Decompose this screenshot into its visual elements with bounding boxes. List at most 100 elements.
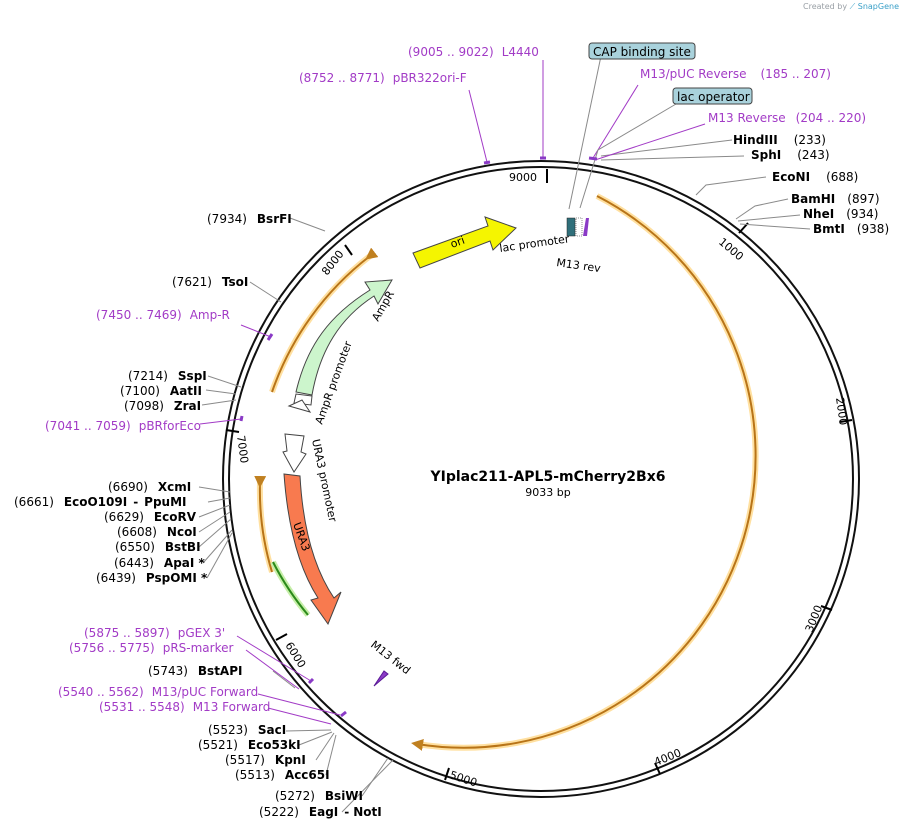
- site-bsrfi-pos: (7934): [207, 212, 247, 226]
- leader-acc65i: [325, 734, 337, 776]
- leader-sphi: [600, 155, 745, 161]
- site-eagi-name: EagI: [309, 805, 338, 819]
- primer-pbrforeco-name: pBRforEco: [139, 419, 201, 433]
- site-nhei-pos: (934): [846, 207, 878, 221]
- tick-label-8000: 8000: [319, 248, 346, 278]
- primer-prs-marker-name: pRS-marker: [163, 641, 234, 655]
- site-saci: (5523)SacI: [208, 723, 286, 737]
- site-nhei: NheI (934): [803, 207, 878, 221]
- leader-bstapi: [272, 670, 296, 689]
- leader-hindiii: [600, 139, 733, 157]
- m13-fwd-arrow: [373, 670, 389, 687]
- primer-pbr322ori-range: (8752 .. 8771): [299, 71, 385, 85]
- primer-amp-r-range: (7450 .. 7469): [96, 308, 182, 322]
- mark-pbr322ori: [483, 160, 491, 165]
- m13-rev-label: M13 rev: [556, 256, 602, 275]
- site-saci-name: SacI: [258, 723, 286, 737]
- site-sphi-name: SphI: [751, 148, 781, 162]
- site-xcmi-pos: (6690): [108, 480, 148, 494]
- primer-m13-forward-name: M13 Forward: [193, 700, 271, 714]
- mark-m13puc-reverse: [588, 156, 598, 161]
- snapgene-credit: Created by ⟋ SnapGene: [803, 2, 899, 12]
- site-ppumi-name: PpuMI: [144, 495, 186, 509]
- lac-operator-label: lac operator: [677, 90, 750, 104]
- tick-label-9000: 9000: [509, 171, 537, 184]
- primer-pgex3-range: (5875 .. 5897): [84, 626, 170, 640]
- leader-nhei: [737, 214, 801, 222]
- leader-bstbi: [198, 518, 232, 548]
- site-kpni-name: KpnI: [275, 753, 306, 767]
- leader-ecorv: [198, 504, 231, 518]
- primer-marks: [239, 156, 598, 718]
- leader-lac-operator: [579, 103, 677, 209]
- ori-label: ori: [449, 234, 467, 251]
- tick-mark-2000: [839, 419, 853, 423]
- site-nhei-name: NheI: [803, 207, 834, 221]
- primer-leaders: [199, 60, 706, 725]
- primer-m13puc-forward-name: M13/pUC Forward: [152, 685, 259, 699]
- backbone-inner-strand: [228, 166, 854, 792]
- site-bstapi-name: BstAPI: [198, 664, 243, 678]
- tick-label-7000: 7000: [234, 435, 251, 465]
- site-ecoo109i-sep: -: [133, 495, 138, 509]
- tick-mark-5000: [444, 767, 450, 781]
- site-eco53ki: (5521) Eco53kI: [198, 738, 301, 752]
- primer-m13puc-reverse-name: M13/pUC Reverse: [640, 67, 747, 81]
- site-ecorv-pos: (6629): [104, 510, 144, 524]
- leader-saci: [285, 729, 332, 732]
- box-leaders: [568, 55, 677, 210]
- site-aatii-pos: (7100): [120, 384, 160, 398]
- leader-bamhi: [735, 198, 789, 220]
- leader-m13-reverse: [594, 123, 706, 161]
- primer-l4440: (9005 .. 9022)L4440: [408, 45, 539, 59]
- lac-operator-block: [575, 217, 583, 237]
- site-xcmi-name: XcmI: [158, 480, 191, 494]
- site-bsiwi: (5272)BsiWI: [275, 789, 363, 803]
- site-labels-left: (7934)BsrFI (7621)TsoI (7214)SspI (7100)…: [14, 212, 382, 819]
- site-ncoi-name: NcoI: [167, 525, 197, 539]
- site-hindiii-pos: (233): [794, 133, 826, 147]
- site-ecoo109i: (6661)EcoO109I-PpuMI: [14, 495, 187, 509]
- mcherry-arc: [411, 195, 757, 751]
- site-ecorv-name: EcoRV: [154, 510, 197, 524]
- plasmid-length: 9033 bp: [525, 486, 570, 499]
- site-bamhi-name: BamHI: [791, 192, 835, 206]
- site-ecoo109i-name: EcoO109I: [64, 495, 127, 509]
- site-pspomi: (6439)PspOMI *: [96, 571, 208, 585]
- leader-pbrforeco: [199, 418, 242, 425]
- primer-m13puc-reverse: M13/pUC Reverse(185 .. 207): [640, 67, 831, 81]
- primer-pbr322ori-name: pBR322ori-F: [393, 71, 467, 85]
- site-bmti: BmtI(938): [813, 222, 889, 236]
- lac-operator-box: [672, 87, 753, 105]
- site-bsrfi-name: BsrFI: [257, 212, 292, 226]
- primer-pgex3: (5875 .. 5897)pGEX 3': [84, 626, 225, 640]
- site-zrai-name: ZraI: [174, 399, 201, 413]
- leader-xcmi: [198, 486, 231, 493]
- tick-mark-4000: [654, 762, 661, 775]
- primer-m13-forward: (5531 .. 5548)M13 Forward: [99, 700, 270, 714]
- site-aatii: (7100)AatII: [120, 384, 202, 398]
- site-econi: EcoNI(688): [772, 170, 858, 184]
- site-sspi-name: SspI: [178, 369, 207, 383]
- site-sspi-pos: (7214): [128, 369, 168, 383]
- tick-mark-6000: [275, 633, 288, 641]
- site-sspi: (7214) SspI: [128, 369, 207, 383]
- site-bstbi-name: BstBI: [165, 540, 201, 554]
- mark-m13puc-forward: [340, 710, 347, 718]
- site-bstbi-pos: (6550): [115, 540, 155, 554]
- primer-l4440-range: (9005 .. 9022): [408, 45, 494, 59]
- site-eco53ki-name: Eco53kI: [248, 738, 301, 752]
- cap-binding-site-label: CAP binding site: [593, 45, 691, 59]
- site-eagi-sep: -: [344, 805, 349, 819]
- site-kpni: (5517)KpnI: [225, 753, 306, 767]
- primer-m13-reverse: M13 Reverse(204 .. 220): [708, 111, 866, 125]
- ori-arrow: [412, 216, 517, 269]
- site-ncoi-pos: (6608): [117, 525, 157, 539]
- leader-pgex3: [236, 635, 312, 682]
- leader-bmti: [739, 223, 811, 230]
- site-acc65i-name: Acc65I: [285, 768, 330, 782]
- primer-pbrforeco-range: (7041 .. 7059): [45, 419, 131, 433]
- site-eco53ki-pos: (5521): [198, 738, 238, 752]
- site-noti-name: NotI: [353, 805, 382, 819]
- leader-prs-marker: [245, 649, 300, 690]
